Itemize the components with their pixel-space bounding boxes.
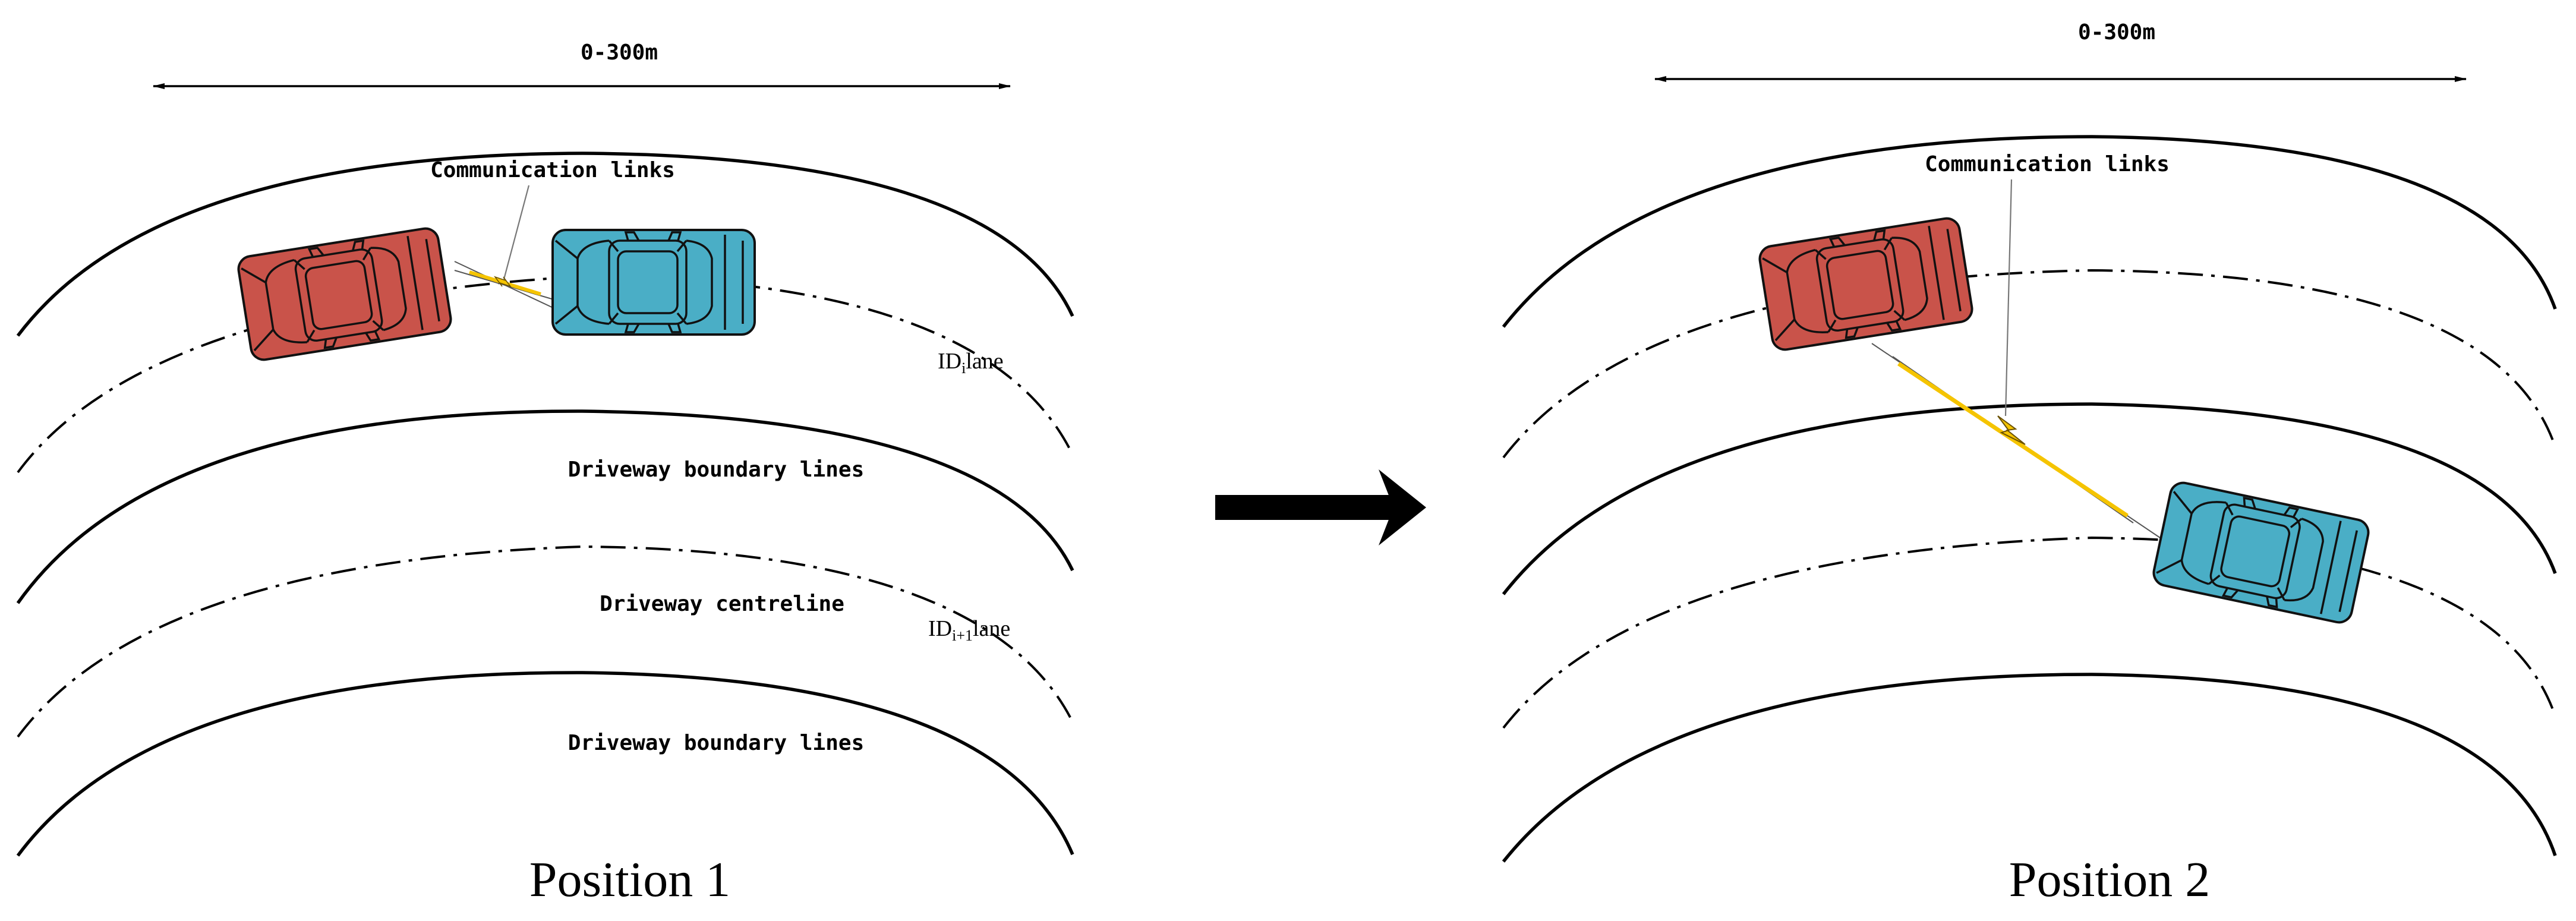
blue-car-position-1 — [551, 229, 756, 336]
centreline-label: Driveway centreline — [600, 592, 844, 616]
road-boundary-top-left — [16, 152, 1074, 337]
position-1-panel: 0-300m Communication links IDilane — [16, 40, 1074, 907]
blue-car-position-2 — [2150, 479, 2372, 626]
transition-arrow — [1215, 469, 1426, 545]
road-boundary-top-right — [1502, 135, 2557, 328]
road-boundary-bottom-left — [16, 671, 1074, 857]
comm-label-right: Communication links — [1925, 152, 2170, 176]
lane-line-i1-left — [17, 545, 1074, 738]
boundary-label-bottom: Driveway boundary lines — [568, 731, 865, 755]
lane-i-label: IDilane — [938, 349, 1004, 377]
comm-link-left — [454, 261, 556, 310]
red-car-position-1 — [235, 225, 454, 363]
range-label-left: 0-300m — [581, 40, 658, 65]
road-boundary-middle-left — [16, 409, 1074, 604]
lane-line-i1-right — [1502, 536, 2556, 729]
position-2-panel: 0-300m Communication links Position 2 — [1502, 20, 2557, 907]
lane-line-i-right — [1502, 269, 2556, 459]
comm-label-left: Communication links — [430, 158, 675, 182]
position-1-caption: Position 1 — [529, 852, 730, 907]
road-boundary-bottom-right — [1502, 673, 2557, 863]
lane-i1-label: IDi+1lane — [928, 616, 1010, 644]
range-label-right: 0-300m — [2078, 20, 2155, 45]
comm-link-right — [1871, 343, 2161, 538]
position-2-caption: Position 2 — [2009, 852, 2210, 907]
lane-line-i-left — [17, 275, 1074, 474]
road-boundary-middle-right — [1502, 402, 2557, 595]
red-car-position-2 — [1757, 215, 1975, 353]
comm-leader-right — [2004, 179, 2013, 417]
comm-leader-left — [503, 185, 530, 280]
boundary-label-top: Driveway boundary lines — [568, 458, 865, 482]
